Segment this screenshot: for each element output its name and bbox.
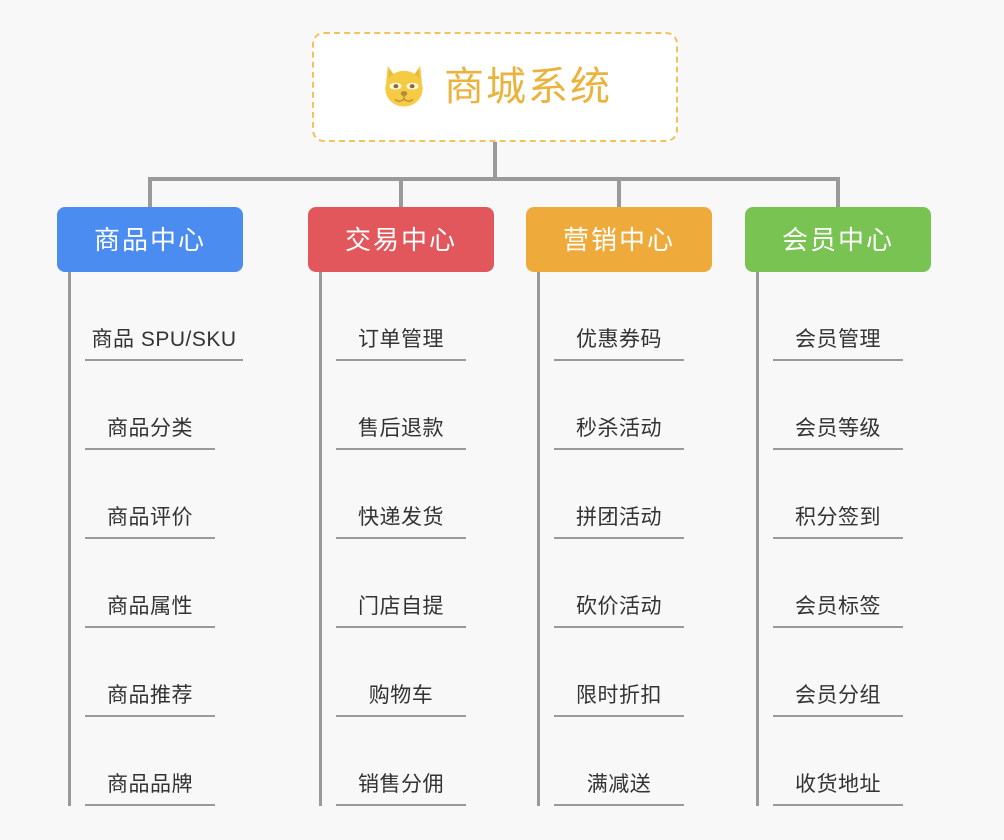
- leaf-label: 会员等级: [795, 416, 881, 440]
- category-label-4: 会员中心: [781, 224, 894, 255]
- leaf-label: 积分签到: [795, 505, 881, 529]
- category-box-2[interactable]: 交易中心: [308, 207, 494, 272]
- leaf-label: 销售分佣: [358, 772, 444, 796]
- list-item[interactable]: 订单管理: [336, 272, 494, 361]
- connector-drop-4: [836, 177, 840, 209]
- list-item[interactable]: 购物车: [336, 628, 494, 717]
- leaf-label: 会员分组: [795, 683, 881, 707]
- list-item[interactable]: 门店自提: [336, 539, 494, 628]
- leaf-label: 门店自提: [358, 594, 444, 618]
- list-item[interactable]: 商品分类: [85, 361, 243, 450]
- root-title: 商城系统: [444, 65, 612, 109]
- list-item[interactable]: 拼团活动: [554, 450, 712, 539]
- list-item[interactable]: 满减送: [554, 717, 712, 806]
- connector-drop-3: [617, 177, 621, 209]
- list-item[interactable]: 商品品牌: [85, 717, 243, 806]
- leaf-list-3: 优惠券码 秒杀活动 拼团活动 砍价活动 限时折扣 满减送: [537, 272, 712, 806]
- list-item[interactable]: 商品评价: [85, 450, 243, 539]
- leaf-label: 会员管理: [795, 327, 881, 351]
- leaf-label: 会员标签: [795, 594, 881, 618]
- shiba-dog-face-icon: [385, 65, 423, 109]
- list-item[interactable]: 限时折扣: [554, 628, 712, 717]
- list-item[interactable]: 会员等级: [773, 361, 931, 450]
- leaf-label: 优惠券码: [576, 327, 662, 351]
- branch-column-2: 交易中心 订单管理 售后退款 快递发货 门店自提 购物车 销售分佣: [308, 207, 494, 806]
- leaf-label: 商品 SPU/SKU: [91, 327, 237, 351]
- leaf-label: 砍价活动: [576, 594, 662, 618]
- leaf-label: 商品品牌: [107, 772, 193, 796]
- leaf-label: 秒杀活动: [576, 416, 662, 440]
- leaf-label: 快递发货: [358, 505, 444, 529]
- leaf-label: 商品分类: [107, 416, 193, 440]
- leaf-label: 收货地址: [795, 772, 881, 796]
- list-item[interactable]: 砍价活动: [554, 539, 712, 628]
- leaf-label: 订单管理: [358, 327, 444, 351]
- list-item[interactable]: 积分签到: [773, 450, 931, 539]
- list-item[interactable]: 优惠券码: [554, 272, 712, 361]
- branch-column-3: 营销中心 优惠券码 秒杀活动 拼团活动 砍价活动 限时折扣 满减送: [526, 207, 712, 806]
- list-item[interactable]: 商品推荐: [85, 628, 243, 717]
- category-box-3[interactable]: 营销中心: [526, 207, 712, 272]
- leaf-label: 拼团活动: [576, 505, 662, 529]
- leaf-label: 购物车: [368, 683, 434, 707]
- connector-bus: [148, 177, 840, 181]
- leaf-list-4: 会员管理 会员等级 积分签到 会员标签 会员分组 收货地址: [756, 272, 931, 806]
- leaf-label: 商品评价: [107, 505, 193, 529]
- list-item[interactable]: 售后退款: [336, 361, 494, 450]
- list-item[interactable]: 商品属性: [85, 539, 243, 628]
- list-item[interactable]: 快递发货: [336, 450, 494, 539]
- branch-column-4: 会员中心 会员管理 会员等级 积分签到 会员标签 会员分组 收货地址: [745, 207, 931, 806]
- category-label-1: 商品中心: [93, 224, 206, 255]
- branch-column-1: 商品中心 商品 SPU/SKU 商品分类 商品评价 商品属性 商品推荐 商品品牌: [57, 207, 243, 806]
- list-item[interactable]: 会员标签: [773, 539, 931, 628]
- category-box-1[interactable]: 商品中心: [57, 207, 243, 272]
- list-item[interactable]: 商品 SPU/SKU: [85, 272, 243, 361]
- leaf-list-2: 订单管理 售后退款 快递发货 门店自提 购物车 销售分佣: [319, 272, 494, 806]
- list-item[interactable]: 收货地址: [773, 717, 931, 806]
- connector-drop-1: [148, 177, 152, 209]
- leaf-label: 商品推荐: [107, 683, 193, 707]
- list-item[interactable]: 会员分组: [773, 628, 931, 717]
- list-item[interactable]: 秒杀活动: [554, 361, 712, 450]
- list-item[interactable]: 会员管理: [773, 272, 931, 361]
- leaf-label: 满减送: [586, 772, 652, 796]
- connector-drop-2: [399, 177, 403, 209]
- leaf-label: 商品属性: [107, 594, 193, 618]
- category-label-3: 营销中心: [562, 224, 675, 255]
- connector-root-stem: [493, 142, 497, 180]
- root-node[interactable]: 商城系统: [312, 32, 678, 142]
- leaf-label: 限时折扣: [576, 683, 662, 707]
- leaf-list-1: 商品 SPU/SKU 商品分类 商品评价 商品属性 商品推荐 商品品牌: [68, 272, 243, 806]
- category-label-2: 交易中心: [344, 224, 457, 255]
- leaf-label: 售后退款: [358, 416, 444, 440]
- category-box-4[interactable]: 会员中心: [745, 207, 931, 272]
- list-item[interactable]: 销售分佣: [336, 717, 494, 806]
